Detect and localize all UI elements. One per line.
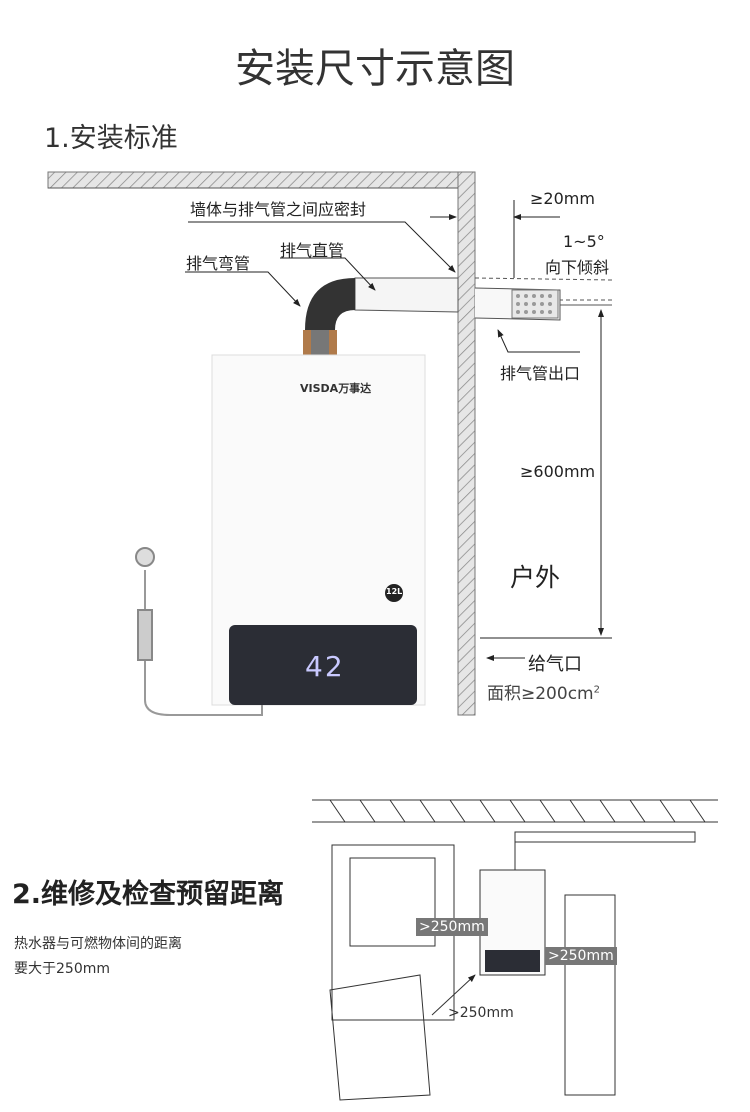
clearance-right: >250mm xyxy=(545,947,617,965)
brand-cn: 万事达 xyxy=(338,382,372,395)
outdoor-label: 户外 xyxy=(510,563,561,592)
seal-label: 墙体与排气管之间应密封 xyxy=(190,200,367,219)
capacity-badge: 12L xyxy=(386,587,403,596)
area-label: 面积≥200cm xyxy=(487,684,594,704)
air-inlet-label: 给气口 xyxy=(528,654,582,675)
clearance-front: >250mm xyxy=(448,1005,514,1021)
brand-logo: VISDA xyxy=(300,382,339,395)
elbow-pipe-label: 排气弯管 xyxy=(186,254,251,273)
straight-pipe-label: 排气直管 xyxy=(280,241,345,260)
exhaust-pipe xyxy=(303,277,613,358)
slope-label: 向下倾斜 xyxy=(545,258,610,277)
height-label: ≥600mm xyxy=(520,462,596,481)
wall xyxy=(47,171,476,716)
water-heater xyxy=(211,354,426,706)
leader-lines xyxy=(185,200,612,661)
outlet-label: 排气管出口 xyxy=(500,364,581,383)
area-superscript: 2 xyxy=(593,684,600,696)
section2-heading: 2.维修及检查预留距离 xyxy=(12,879,285,910)
section2-desc-line2: 要大于250mm xyxy=(14,961,110,977)
power-cord xyxy=(135,547,263,716)
temperature-display: 42 xyxy=(305,650,345,683)
clearance-scene xyxy=(312,799,718,1101)
page-title: 安装尺寸示意图 xyxy=(235,46,515,92)
clearance-left: >250mm xyxy=(416,918,488,936)
section2-desc-line1: 热水器与可燃物体间的距离 xyxy=(14,936,182,952)
section1-heading: 1.安装标准 xyxy=(44,123,178,154)
angle-label: 1~5° xyxy=(563,232,605,251)
gap-label: ≥20mm xyxy=(530,189,595,208)
